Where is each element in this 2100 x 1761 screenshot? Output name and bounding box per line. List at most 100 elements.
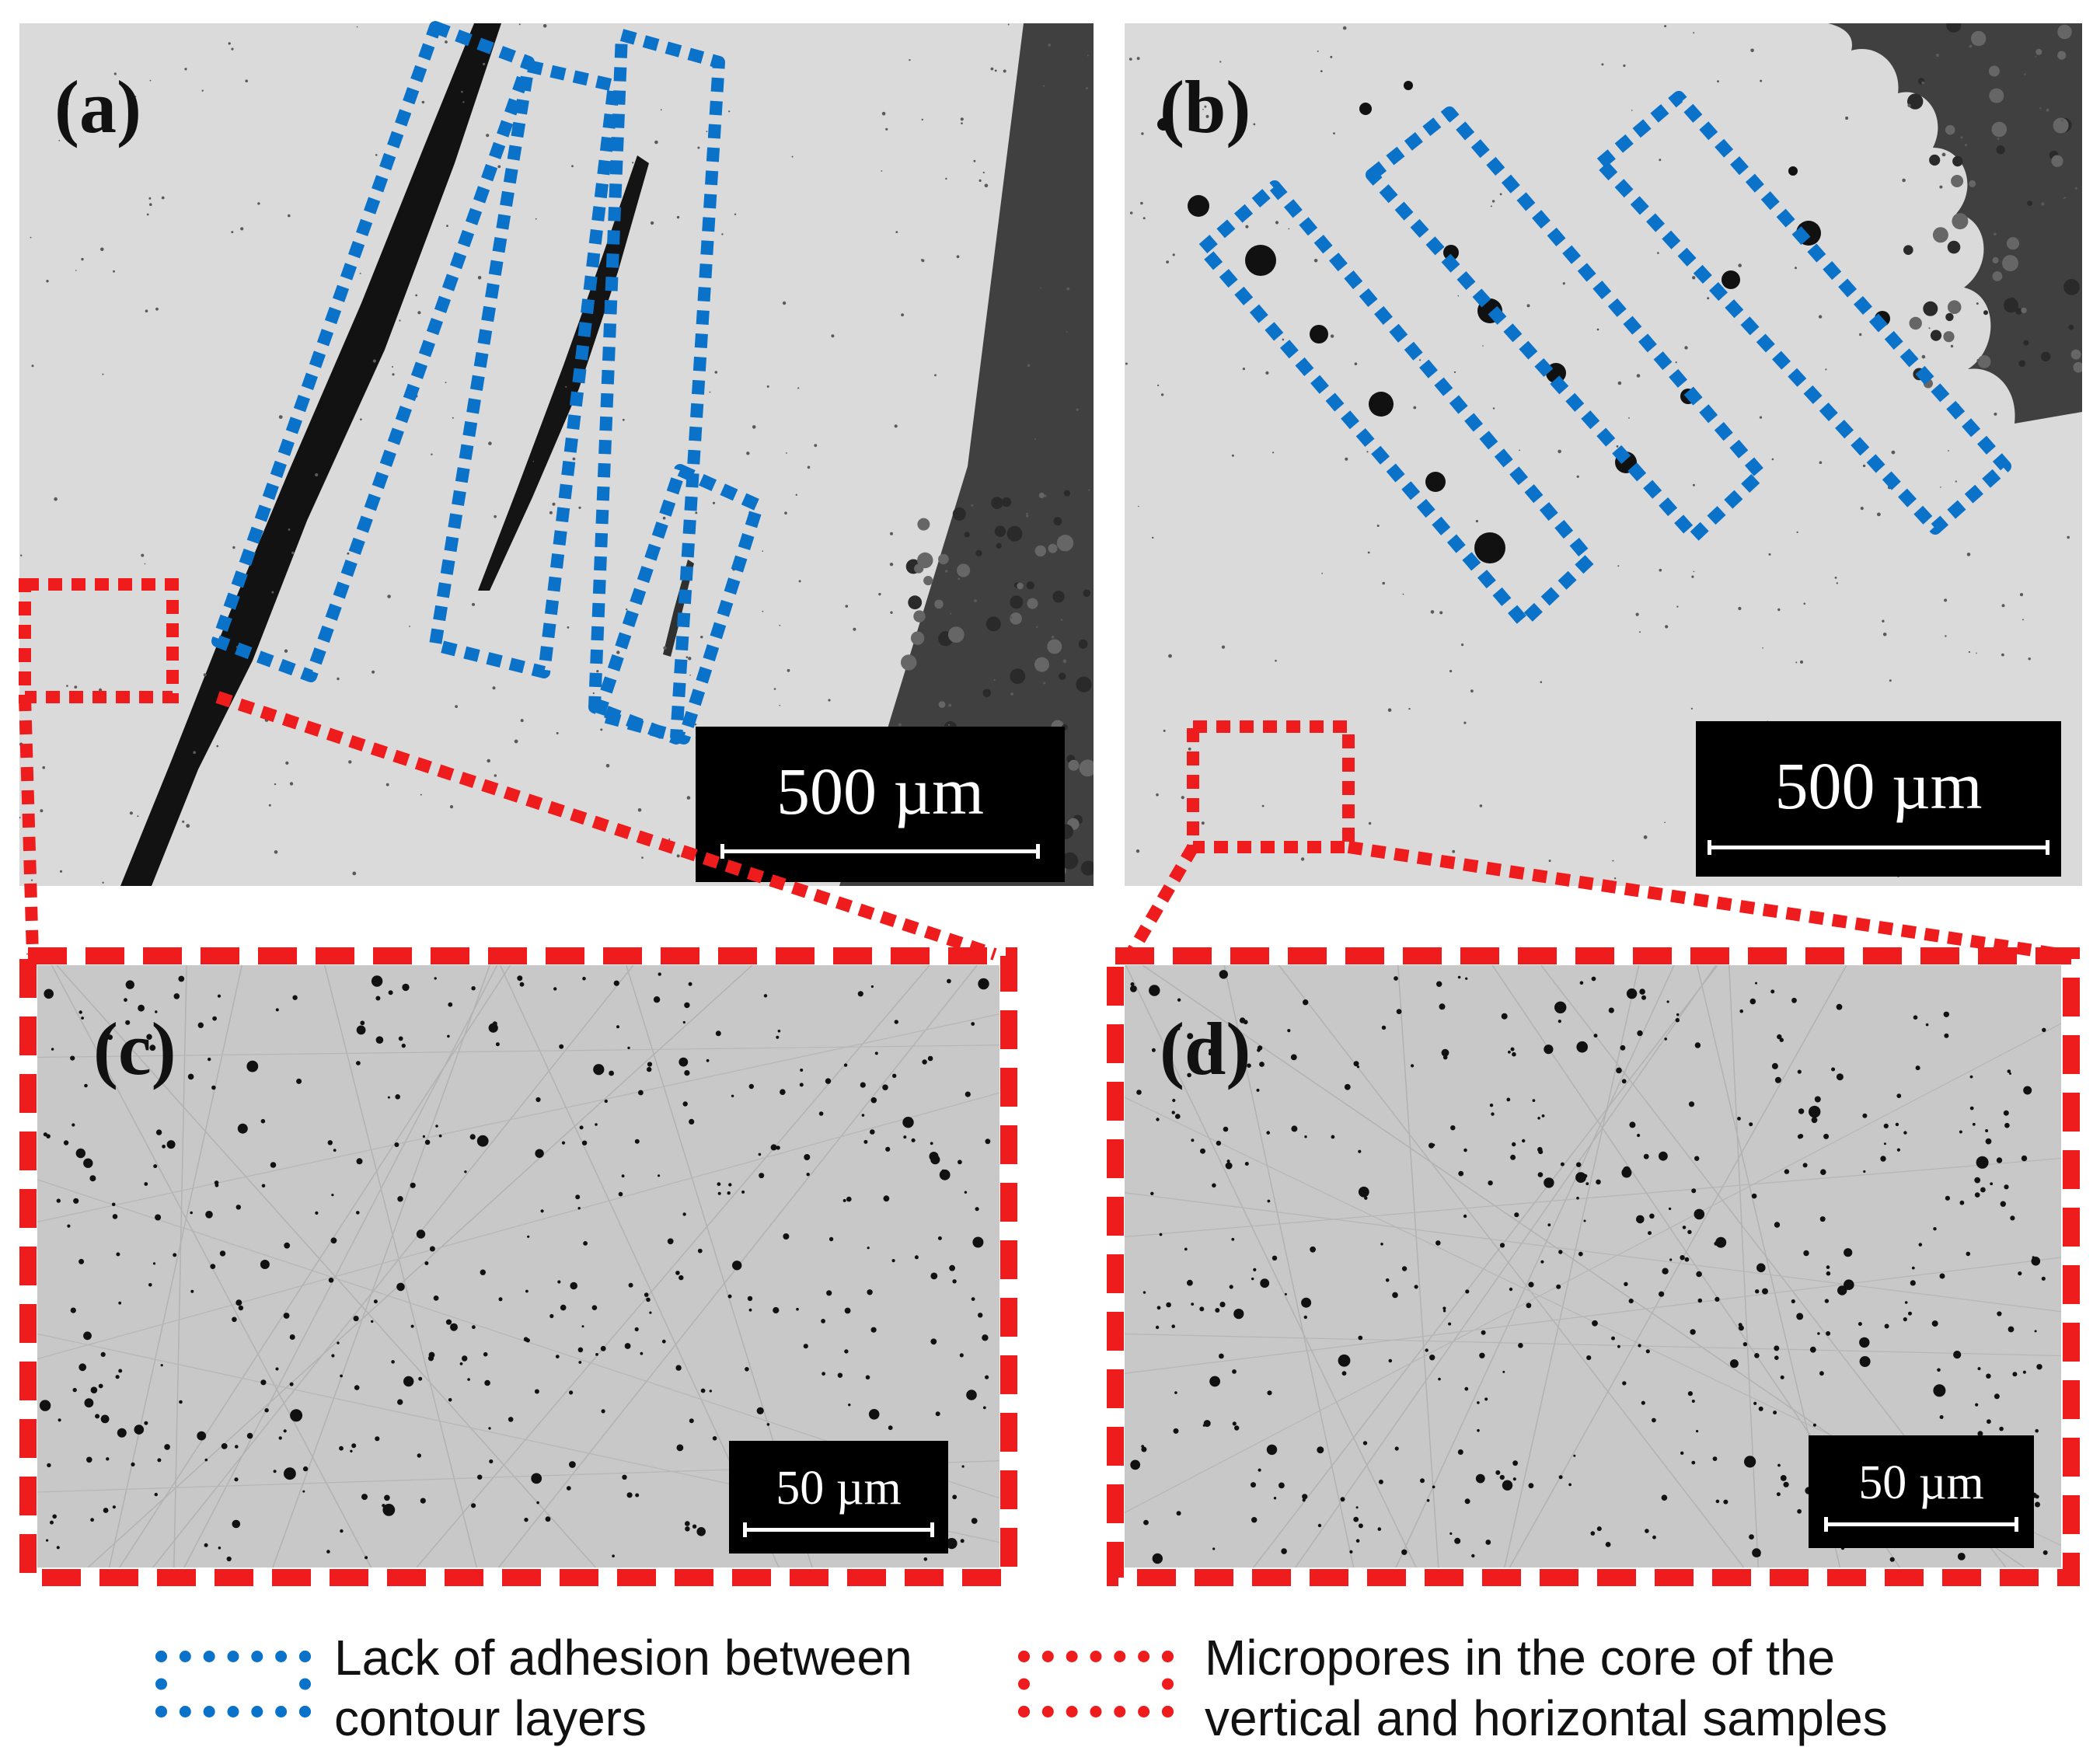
micropore: [844, 1349, 849, 1354]
micropore: [959, 1353, 964, 1358]
micropore: [773, 1306, 780, 1314]
scale-bar-a-label: 500 µm: [776, 754, 984, 828]
micropore: [1629, 1121, 1636, 1128]
micropore: [356, 1158, 363, 1165]
speckle: [1142, 217, 1146, 220]
micropore: [1232, 1421, 1237, 1426]
micropore: [1622, 1381, 1627, 1386]
speckle: [137, 815, 139, 818]
micropore: [952, 1494, 958, 1500]
speckle: [257, 202, 260, 205]
speckle: [1345, 457, 1348, 461]
speckle: [271, 591, 274, 594]
micropore: [360, 1020, 365, 1026]
micropore: [1392, 1292, 1398, 1299]
speckle: [1419, 359, 1422, 361]
resin-grain: [1988, 65, 2000, 77]
micropore: [569, 1461, 576, 1468]
micropore: [1777, 1463, 1781, 1467]
micropore: [246, 1060, 259, 1072]
panel-label-b: (b): [1160, 65, 1251, 148]
micropore: [1244, 1162, 1249, 1166]
micropore: [647, 1062, 653, 1067]
resin-grain: [2035, 48, 2042, 55]
micropore: [353, 1316, 359, 1322]
micropore: [1491, 1112, 1495, 1116]
micropore: [1662, 1268, 1669, 1275]
micropore: [2035, 1501, 2040, 1508]
speckle: [1628, 417, 1630, 419]
micropore: [1859, 1356, 1871, 1367]
micropore: [1302, 1494, 1308, 1500]
speckle: [1968, 650, 1970, 654]
speckle: [274, 783, 277, 786]
micropore: [1749, 1122, 1753, 1127]
micropore: [275, 1008, 279, 1012]
micropore: [1155, 1325, 1160, 1330]
micropore: [1944, 1033, 1949, 1038]
micropore: [1576, 1162, 1582, 1167]
micropore: [577, 1347, 584, 1353]
micropore: [480, 1269, 486, 1275]
speckle: [30, 236, 32, 239]
legend-blue-line2: contour layers: [334, 1690, 647, 1746]
micropore: [1512, 1460, 1518, 1466]
legend-blue-line1: Lack of adhesion between: [334, 1630, 912, 1686]
micropore: [1432, 1485, 1435, 1489]
micropore: [488, 1427, 491, 1430]
micropore: [208, 1057, 211, 1062]
micropore: [1499, 1243, 1505, 1248]
speckle: [284, 649, 288, 653]
speckle: [676, 215, 680, 219]
micropore: [867, 1247, 870, 1250]
resin-grain: [908, 595, 923, 610]
micropore: [1753, 1401, 1757, 1405]
speckle: [1902, 178, 1906, 183]
micropore: [232, 1316, 237, 1323]
speckle: [315, 473, 319, 477]
speckle: [1449, 670, 1453, 673]
speckle: [1976, 652, 1977, 654]
micropore: [1464, 1386, 1469, 1391]
resin-grain: [1059, 672, 1066, 680]
speckle: [134, 96, 137, 97]
micropore: [766, 1423, 770, 1426]
micropore: [1558, 1475, 1563, 1480]
speckle: [387, 595, 391, 598]
speckle: [1818, 315, 1823, 319]
micropore: [763, 994, 768, 998]
speckle: [1635, 612, 1639, 616]
resin-grain: [1971, 30, 1987, 47]
speckle: [1760, 79, 1763, 82]
micropore: [1643, 1153, 1649, 1159]
micropore: [935, 1411, 940, 1417]
speckle: [978, 179, 982, 182]
micropore: [375, 1436, 380, 1442]
speckle: [1402, 593, 1404, 595]
micropore: [1641, 995, 1646, 1000]
micropore: [1156, 1118, 1160, 1121]
micropore: [1340, 1497, 1345, 1502]
micropore: [578, 1361, 582, 1364]
micropore: [154, 1492, 158, 1497]
speckle: [1135, 849, 1140, 853]
micropore: [2003, 1110, 2009, 1116]
speckle: [1044, 494, 1047, 497]
micropore: [438, 1134, 442, 1138]
micropore: [1401, 1266, 1408, 1271]
speckle: [1221, 645, 1226, 649]
micropore: [1661, 1494, 1668, 1501]
speckle: [1160, 393, 1164, 396]
micropore: [1377, 1527, 1382, 1531]
micropore: [1512, 1142, 1516, 1147]
speckle: [193, 751, 197, 755]
micropore: [428, 1351, 435, 1358]
resin-grain: [1952, 213, 1969, 230]
micropore: [218, 1547, 222, 1550]
micropore: [160, 1364, 163, 1367]
speckle: [552, 502, 556, 506]
micropore: [883, 1195, 890, 1202]
speckle: [461, 90, 463, 93]
speckle: [1042, 85, 1045, 87]
micropore: [226, 1556, 232, 1562]
